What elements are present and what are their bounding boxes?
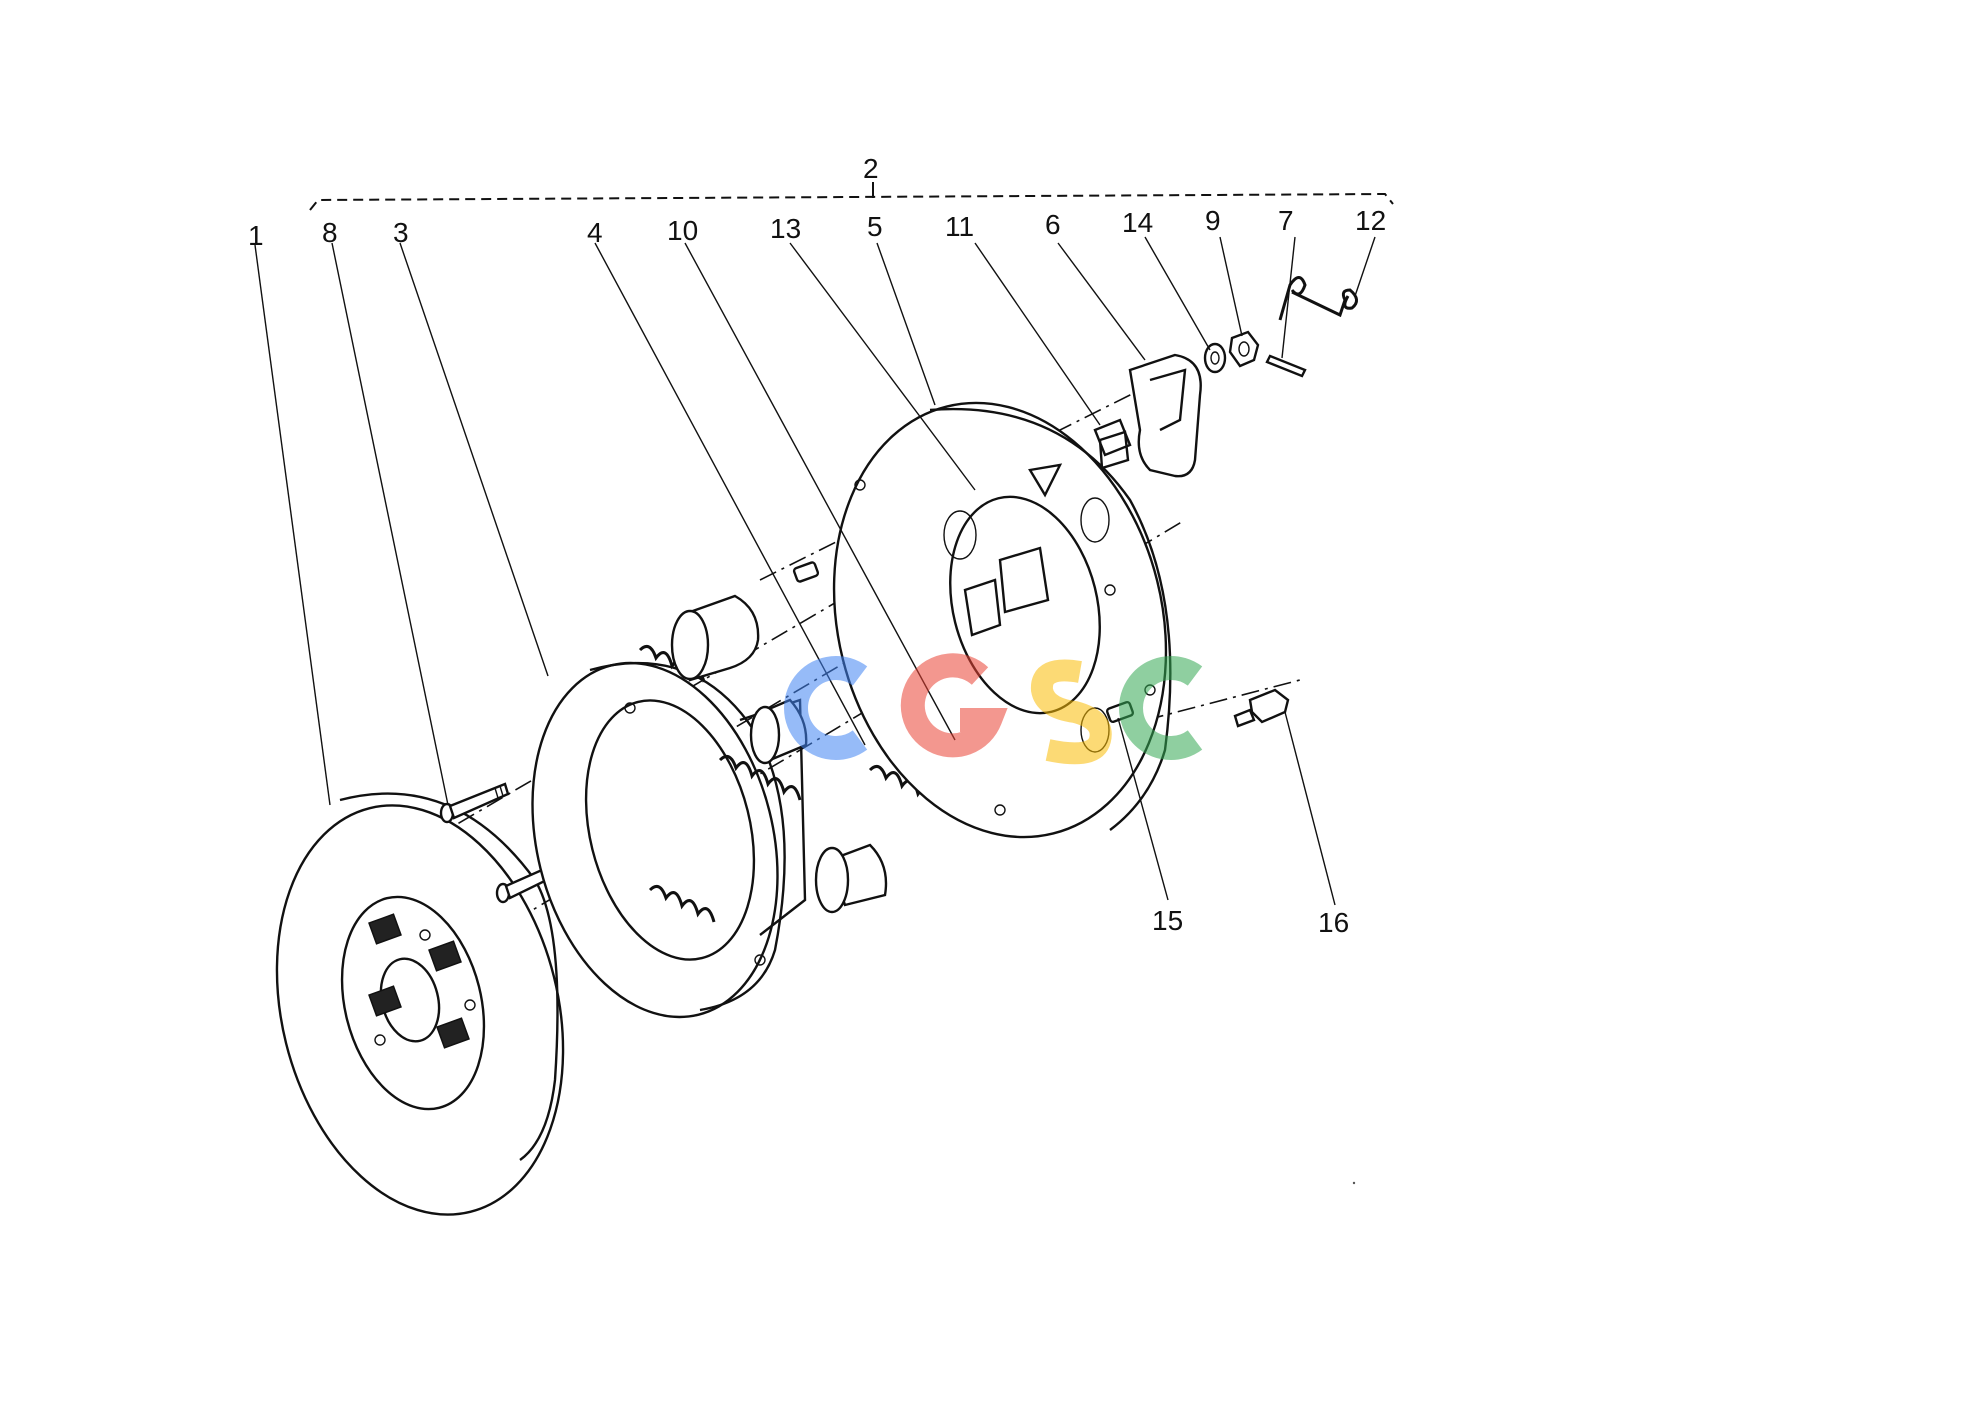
washer-14 — [1203, 342, 1227, 374]
label-12: 12 — [1355, 205, 1386, 236]
label-13: 13 — [770, 213, 801, 244]
label-1: 1 — [248, 220, 264, 251]
leader-lines — [254, 236, 1376, 906]
callout-labels: 1 8 3 4 10 13 5 11 6 14 9 7 12 15 16 — [248, 205, 1386, 938]
clutch-disc-1 — [275, 792, 565, 1216]
housing-3 — [531, 661, 807, 1019]
stray-dot — [1352, 1181, 1356, 1185]
nut-9 — [1228, 330, 1260, 368]
watermark-logo — [784, 653, 1203, 765]
lever-6 — [1128, 353, 1202, 478]
label-3: 3 — [393, 217, 409, 248]
label-16: 16 — [1318, 907, 1349, 938]
label-5: 5 — [867, 211, 883, 242]
label-8: 8 — [322, 217, 338, 248]
label-6: 6 — [1045, 209, 1061, 240]
pin-8 — [439, 782, 510, 824]
spring-clip-12 — [1278, 276, 1358, 321]
label-14: 14 — [1122, 207, 1153, 238]
label-7: 7 — [1278, 205, 1294, 236]
label-11: 11 — [945, 211, 974, 242]
label-4: 4 — [587, 217, 603, 248]
label-9: 9 — [1205, 205, 1221, 236]
label-2: 2 — [863, 153, 879, 184]
assembly-bracket-2: 2 — [309, 153, 1394, 211]
label-15: 15 — [1152, 905, 1183, 936]
label-10: 10 — [667, 215, 698, 246]
block-11 — [1093, 418, 1132, 470]
pin-7 — [1265, 354, 1307, 378]
